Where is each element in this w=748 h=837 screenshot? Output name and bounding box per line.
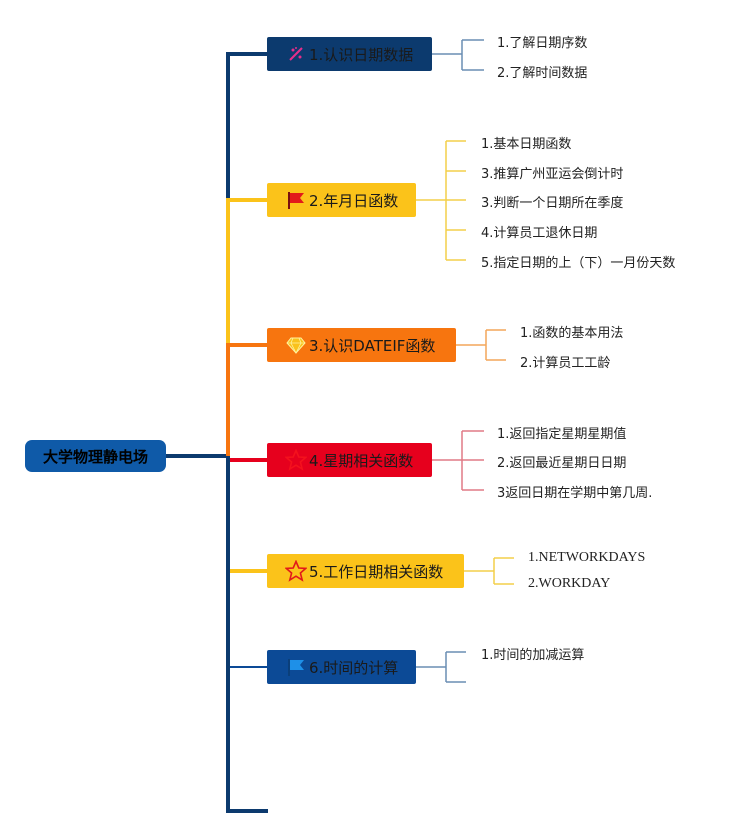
branch-topic-label: 2.年月日函数 — [309, 191, 399, 210]
star-outline-icon — [285, 560, 307, 582]
flag-blue-icon — [285, 656, 307, 678]
branch-topic-1[interactable]: 1.认识日期数据 — [267, 37, 432, 71]
subtopic[interactable]: 2.计算员工工龄 — [520, 356, 611, 371]
subtopic[interactable]: 4.计算员工退休日期 — [481, 226, 598, 241]
branch-topic-4[interactable]: 4.星期相关函数 — [267, 443, 432, 477]
branch-topic-label: 1.认识日期数据 — [309, 45, 414, 64]
branch-topic-label: 6.时间的计算 — [309, 658, 399, 677]
star-outline-icon — [285, 449, 307, 471]
branch-topic-3[interactable]: 3.认识DATEIF函数 — [267, 328, 456, 362]
subtopic[interactable]: 5.指定日期的上（下）一月份天数 — [481, 256, 676, 271]
branch-topic-5[interactable]: 5.工作日期相关函数 — [267, 554, 464, 588]
subtopic[interactable]: 3返回日期在学期中第几周. — [497, 486, 653, 501]
sparkle-icon — [285, 43, 307, 65]
subtopic[interactable]: 1.函数的基本用法 — [520, 326, 624, 341]
flag-icon — [285, 189, 307, 211]
subtopic[interactable]: 3.推算广州亚运会倒计时 — [481, 167, 624, 182]
subtopic[interactable]: 2.返回最近星期日日期 — [497, 456, 627, 471]
branch-topic-label: 3.认识DATEIF函数 — [309, 336, 436, 355]
subtopic[interactable]: 1.了解日期序数 — [497, 36, 588, 51]
root-topic-label: 大学物理静电场 — [42, 447, 148, 466]
subtopic[interactable]: 2.了解时间数据 — [497, 66, 588, 81]
branch-topic-6[interactable]: 6.时间的计算 — [267, 650, 416, 684]
branch-topic-label: 5.工作日期相关函数 — [309, 562, 444, 581]
subtopic[interactable]: 1.返回指定星期星期值 — [497, 427, 627, 442]
root-topic[interactable]: 大学物理静电场 — [25, 440, 166, 472]
subtopic[interactable]: 1.基本日期函数 — [481, 137, 572, 152]
subtopic[interactable]: 1.NETWORKDAYS — [528, 550, 646, 565]
subtopic[interactable]: 3.判断一个日期所在季度 — [481, 196, 624, 211]
branch-topic-2[interactable]: 2.年月日函数 — [267, 183, 416, 217]
diamond-icon — [285, 334, 307, 356]
subtopic[interactable]: 1.时间的加减运算 — [481, 648, 585, 663]
subtopic[interactable]: 2.WORKDAY — [528, 576, 611, 591]
branch-topic-label: 4.星期相关函数 — [309, 451, 414, 470]
